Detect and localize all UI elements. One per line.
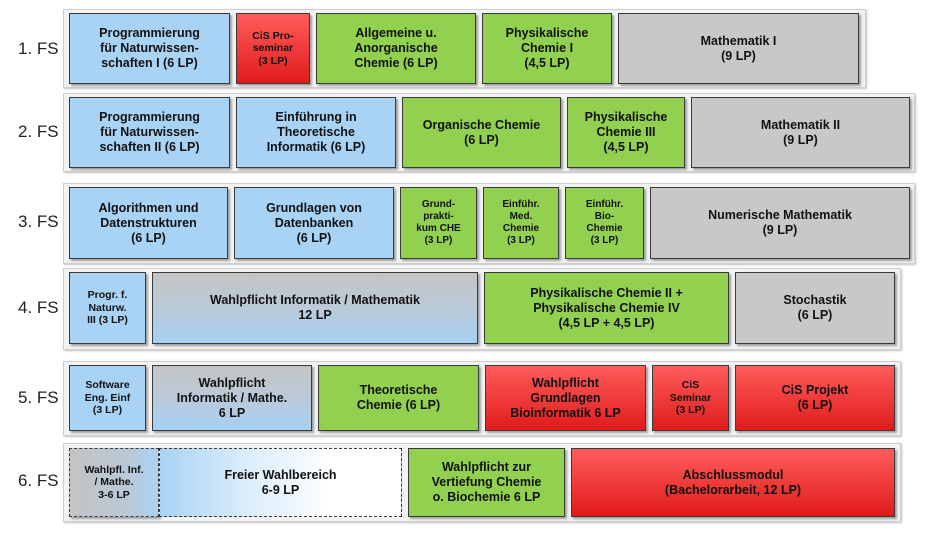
module-wahlpflicht-inf-math-6: Wahlpflicht Informatik / Mathe. 6 LP xyxy=(152,365,312,431)
module-wahlpflicht-inf-math-12: Wahlpflicht Informatik / Mathematik 12 L… xyxy=(152,272,478,344)
module-biochemie: Einführ. Bio- Chemie (3 LP) xyxy=(565,187,644,259)
module-cis-seminar: CiS Seminar (3 LP) xyxy=(652,365,729,431)
semester-label-5: 5. FS xyxy=(18,388,59,407)
module-numerische-mathematik: Numerische Mathematik (9 LP) xyxy=(650,187,910,259)
semester-label-6: 6. FS xyxy=(18,471,59,490)
semester-label-3: 3. FS xyxy=(18,212,59,231)
semester-label-1: 1. FS xyxy=(18,39,59,58)
module-stochastik: Stochastik (6 LP) xyxy=(735,272,895,344)
module-software-engineering: Software Eng. Einf (3 LP) xyxy=(69,365,146,431)
module-med-chemie: Einführ. Med. Chemie (3 LP) xyxy=(483,187,559,259)
module-organische-chemie: Organische Chemie (6 LP) xyxy=(402,97,561,168)
module-physikalische-chemie-3: Physikalische Chemie III (4,5 LP) xyxy=(567,97,685,168)
module-physikalische-chemie-1: Physikalische Chemie I (4,5 LP) xyxy=(482,13,612,84)
module-physikalische-chemie-2-4: Physikalische Chemie II + Physikalische … xyxy=(484,272,729,344)
module-programmierung-3: Progr. f. Naturw. III (3 LP) xyxy=(69,272,146,344)
module-grundpraktikum-che: Grund- prakti- kum CHE (3 LP) xyxy=(400,187,477,259)
module-cis-projekt: CiS Projekt (6 LP) xyxy=(735,365,895,431)
module-vertiefung-chemie: Wahlpflicht zur Vertiefung Chemie o. Bio… xyxy=(408,448,565,517)
module-programmierung-2: Programmierung für Naturwissen- schaften… xyxy=(69,97,230,168)
semester-label-2: 2. FS xyxy=(18,122,59,141)
semester-label-4: 4. FS xyxy=(18,298,59,317)
module-abschlussmodul: Abschlussmodul (Bachelorarbeit, 12 LP) xyxy=(571,448,895,517)
module-theoretische-chemie: Theoretische Chemie (6 LP) xyxy=(318,365,479,431)
module-anorganische-chemie: Allgemeine u. Anorganische Chemie (6 LP) xyxy=(316,13,476,84)
module-wahlpflicht-inf-math-3-6: Wahlpfl. Inf. / Mathe. 3-6 LP xyxy=(69,448,159,517)
module-mathematik-1: Mathematik I (9 LP) xyxy=(618,13,859,84)
module-datenbanken: Grundlagen von Datenbanken (6 LP) xyxy=(234,187,394,259)
module-programmierung-1: Programmierung für Naturwissen- schaften… xyxy=(69,13,230,84)
module-cis-proseminar: CiS Pro- seminar (3 LP) xyxy=(236,13,310,84)
module-bioinformatik: Wahlpflicht Grundlagen Bioinformatik 6 L… xyxy=(485,365,646,431)
module-freier-wahlbereich: Freier Wahlbereich 6-9 LP xyxy=(159,448,402,517)
module-algorithmen: Algorithmen und Datenstrukturen (6 LP) xyxy=(69,187,228,259)
module-theoretische-informatik: Einführung in Theoretische Informatik (6… xyxy=(236,97,396,168)
module-mathematik-2: Mathematik II (9 LP) xyxy=(691,97,910,168)
